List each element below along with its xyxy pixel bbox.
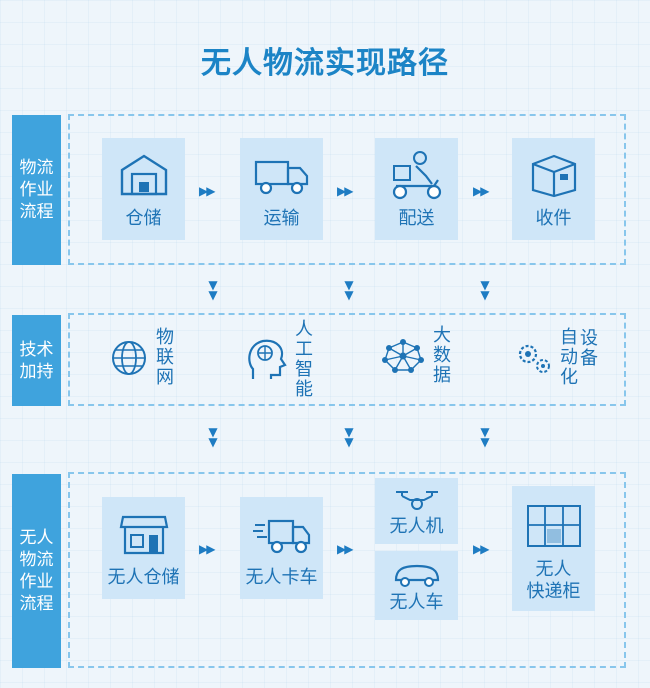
card-delivery: 配送 <box>375 138 458 240</box>
tech-label: 物 联 网 <box>156 327 174 388</box>
card-label: 无人机 <box>389 516 444 537</box>
tech-bigdata: 大 数 据 <box>381 326 451 386</box>
gears-icon <box>518 344 550 373</box>
row1-label: 物流 作业 流程 <box>12 115 61 265</box>
courier-scooter-icon <box>392 151 441 200</box>
arrow-right: ▶▶ <box>337 184 354 198</box>
card-label: 配送 <box>398 208 435 229</box>
fast-truck-icon <box>252 519 310 554</box>
network-icon <box>382 339 424 373</box>
card-unmanned-truck: 无人卡车 <box>240 497 323 599</box>
card-label: 仓储 <box>125 208 162 229</box>
arrow-right: ▶▶ <box>473 184 490 198</box>
ai-head-icon <box>248 339 287 379</box>
arrow-down: ▼ ▼ <box>480 425 490 449</box>
arrow-down: ▼ ▼ <box>344 278 354 302</box>
tech-label: 设 备 <box>580 328 598 369</box>
row2-label: 技术 加持 <box>12 315 61 406</box>
card-transport: 运输 <box>240 138 323 240</box>
warehouse-icon <box>120 154 167 196</box>
card-unmanned-warehouse: 无人仓储 <box>102 497 185 599</box>
globe-icon <box>112 341 146 375</box>
box-icon <box>531 154 576 198</box>
row1-panel <box>68 114 626 265</box>
card-label: 无人仓储 <box>107 567 180 588</box>
arrow-right: ▶▶ <box>337 542 354 556</box>
truck-icon <box>254 160 308 195</box>
card-label: 运输 <box>263 208 300 229</box>
card-drone: 无人机 <box>375 478 458 544</box>
arrow-down: ▼ ▼ <box>208 425 218 449</box>
card-locker: 无人 快递柜 <box>512 486 595 611</box>
card-unmanned-vehicle: 无人车 <box>375 551 458 620</box>
row2-panel <box>68 313 626 406</box>
tech-ai: 人 工 智 能 <box>245 320 313 400</box>
drone-icon <box>395 491 438 510</box>
card-warehouse: 仓储 <box>102 138 185 240</box>
arrow-down: ▼ ▼ <box>480 278 490 302</box>
store-icon <box>119 515 168 555</box>
row3-label: 无人 物流 作业 流程 <box>12 474 61 668</box>
tech-label: 人 工 智 能 <box>295 319 313 400</box>
row3-panel <box>68 472 626 668</box>
card-label: 收件 <box>535 208 572 229</box>
arrow-down: ▼ ▼ <box>208 278 218 302</box>
arrow-right: ▶▶ <box>473 542 490 556</box>
card-receive: 收件 <box>512 138 595 240</box>
page-title: 无人物流实现路径 <box>201 46 449 81</box>
arrow-right: ▶▶ <box>199 542 216 556</box>
card-label: 无人 快递柜 <box>526 559 581 602</box>
car-icon <box>394 564 439 587</box>
tech-automation: 自动化 设 备 <box>512 328 598 388</box>
locker-icon <box>526 505 581 547</box>
tech-label: 大 数 据 <box>433 325 451 386</box>
arrow-down: ▼ ▼ <box>344 425 354 449</box>
card-label: 无人卡车 <box>245 567 318 588</box>
tech-label: 自动化 <box>560 327 578 388</box>
card-label: 无人车 <box>389 592 444 613</box>
arrow-right: ▶▶ <box>199 184 216 198</box>
tech-iot: 物 联 网 <box>110 328 174 388</box>
